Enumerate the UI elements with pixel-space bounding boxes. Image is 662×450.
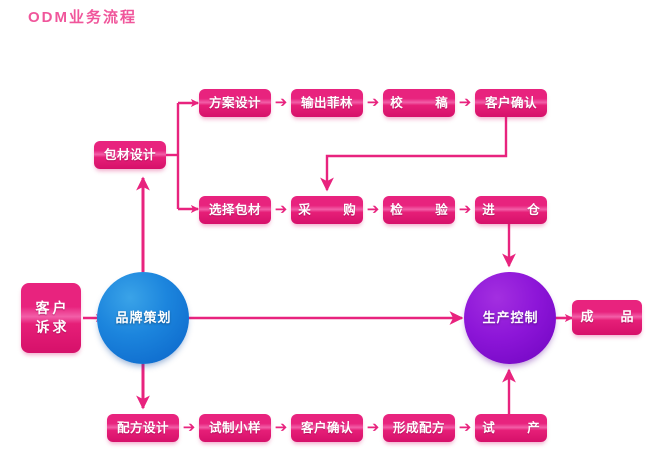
node-form-formula[interactable]: 形成配方 xyxy=(383,414,455,442)
node-customer-confirm-formula-label: 客户确认 xyxy=(300,420,353,435)
node-warehousing-label: 进 仓 xyxy=(482,202,550,217)
node-purchase-label: 采 购 xyxy=(298,202,366,217)
node-inspection-label: 检 验 xyxy=(390,202,458,217)
node-customer-confirm-design[interactable]: 客户确认 xyxy=(475,89,547,117)
node-production-control[interactable]: 生产控制 xyxy=(464,272,556,364)
arrow-form-to-trial: ➔ xyxy=(458,419,472,436)
node-package-design-label: 包材设计 xyxy=(103,147,156,162)
node-customer-demand-line2: 诉求 xyxy=(35,319,70,335)
node-production-control-label: 生产控制 xyxy=(482,309,539,325)
node-brand-planning[interactable]: 品牌策划 xyxy=(97,272,189,364)
arrow-select-to-purchase: ➔ xyxy=(274,201,288,218)
node-film-output[interactable]: 输出菲林 xyxy=(291,89,363,117)
arrow-sample-to-confirm: ➔ xyxy=(274,419,288,436)
node-select-packaging[interactable]: 选择包材 xyxy=(199,196,271,224)
node-customer-demand[interactable]: 客户 诉求 xyxy=(21,283,81,353)
node-purchase[interactable]: 采 购 xyxy=(291,196,363,224)
arrow-film-to-proof: ➔ xyxy=(366,94,380,111)
node-scheme-design-label: 方案设计 xyxy=(208,95,261,110)
arrow-purchase-to-inspection: ➔ xyxy=(366,201,380,218)
node-formula-design[interactable]: 配方设计 xyxy=(107,414,179,442)
node-customer-demand-line1: 客户 xyxy=(35,300,70,317)
node-proofreading[interactable]: 校 稿 xyxy=(383,89,455,117)
node-select-packaging-label: 选择包材 xyxy=(208,202,261,217)
node-trial-sample[interactable]: 试制小样 xyxy=(199,414,271,442)
arrow-formula-to-sample: ➔ xyxy=(182,419,196,436)
node-scheme-design[interactable]: 方案设计 xyxy=(199,89,271,117)
node-customer-confirm-design-label: 客户确认 xyxy=(484,95,537,110)
node-trial-sample-label: 试制小样 xyxy=(208,420,261,435)
node-finished-product[interactable]: 成 品 xyxy=(572,300,642,335)
page-title: ODM业务流程 xyxy=(28,9,137,26)
connector-package-design-split xyxy=(165,98,200,214)
arrow-scheme-to-film: ➔ xyxy=(274,94,288,111)
node-trial-production[interactable]: 试 产 xyxy=(475,414,547,442)
node-proofreading-label: 校 稿 xyxy=(390,95,458,110)
node-package-design[interactable]: 包材设计 xyxy=(94,141,166,169)
node-warehousing[interactable]: 进 仓 xyxy=(475,196,547,224)
node-inspection[interactable]: 检 验 xyxy=(383,196,455,224)
node-film-output-label: 输出菲林 xyxy=(300,95,353,110)
node-formula-design-label: 配方设计 xyxy=(116,420,169,435)
node-trial-production-label: 试 产 xyxy=(482,420,550,435)
arrow-confirm-to-form: ➔ xyxy=(366,419,380,436)
node-brand-planning-label: 品牌策划 xyxy=(115,309,172,325)
connector-customer-confirm-to-purchase xyxy=(320,117,508,192)
arrow-inspection-to-warehouse: ➔ xyxy=(458,201,472,218)
node-customer-confirm-formula[interactable]: 客户确认 xyxy=(291,414,363,442)
node-finished-product-label: 成 品 xyxy=(580,309,641,325)
node-form-formula-label: 形成配方 xyxy=(392,420,445,435)
arrow-proof-to-confirm: ➔ xyxy=(458,94,472,111)
